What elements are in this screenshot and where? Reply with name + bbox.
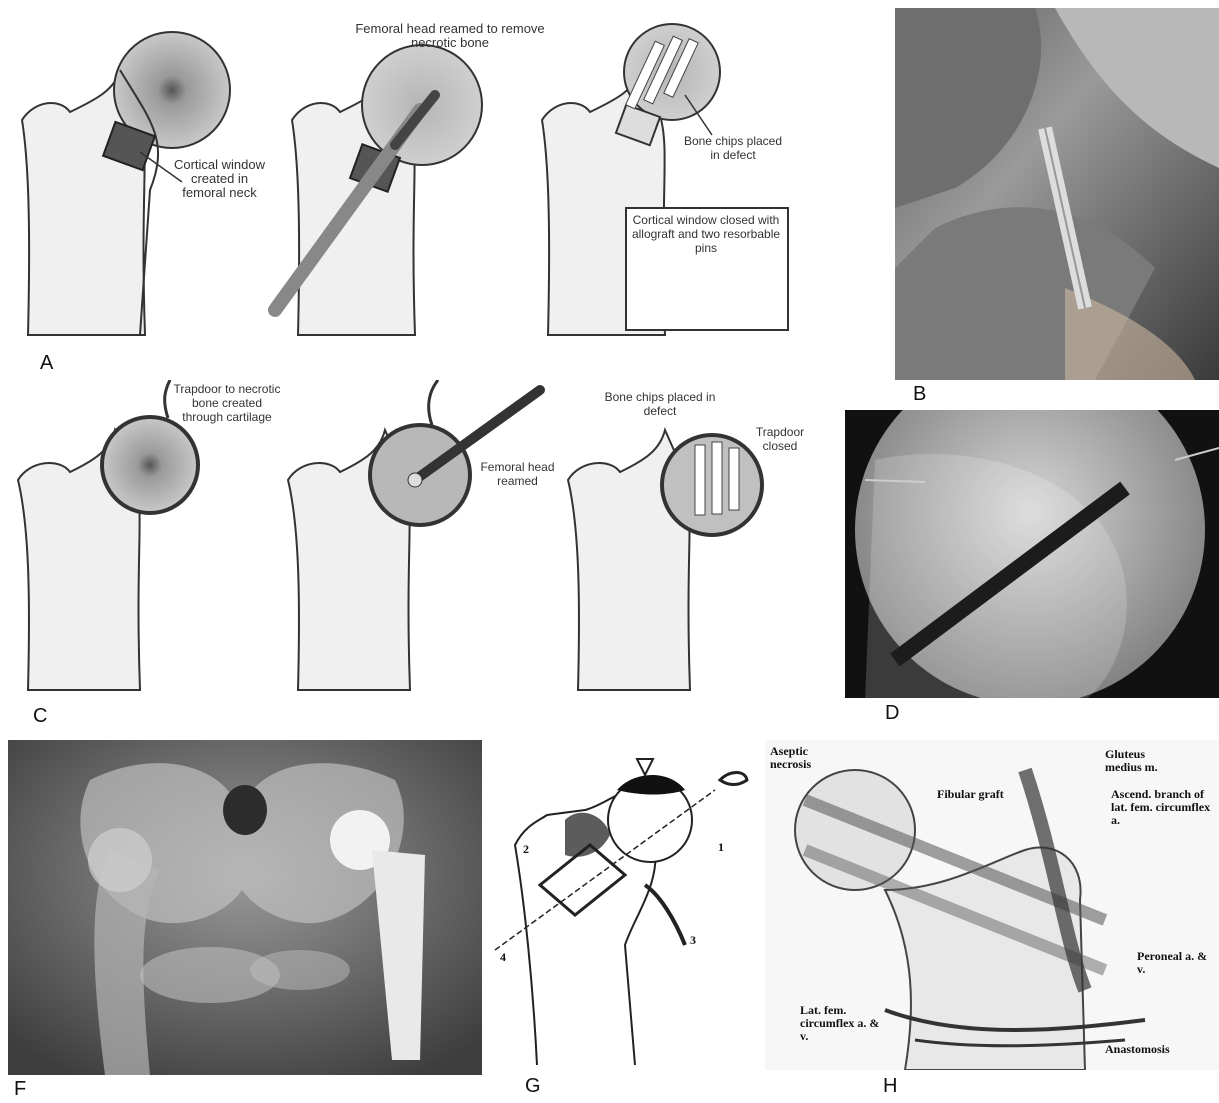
panel-h: Aseptic necrosis Fibular graft Gluteus m… <box>765 740 1219 1103</box>
h-fibular-label: Fibular graft <box>937 788 1027 801</box>
h-ascend-label: Ascend. branch of lat. fem. circumflex a… <box>1111 788 1219 827</box>
panel-c: Trapdoor to necrotic bone created throug… <box>0 380 840 730</box>
panel-c-chips-label: Bone chips placed in defect <box>600 390 720 418</box>
panel-a: Femoral head reamed to remove necrotic b… <box>0 0 880 380</box>
femur-5 <box>288 380 540 690</box>
panel-a-chips-label: Bone chips placed in defect <box>678 134 788 162</box>
g-number-3: 3 <box>690 933 696 948</box>
panel-f-letter: F <box>14 1078 26 1101</box>
panel-a-title: Femoral head reamed to remove necrotic b… <box>355 22 545 50</box>
femur-6 <box>568 430 762 690</box>
panel-c-reamed-label: Femoral head reamed <box>470 460 565 488</box>
panel-b: B <box>895 8 1219 408</box>
panel-g-letter: G <box>525 1075 541 1098</box>
h-anastomosis-label: Anastomosis <box>1105 1043 1205 1056</box>
femur-4 <box>18 380 198 690</box>
panel-c-trapdoor-label: Trapdoor to necrotic bone created throug… <box>172 382 282 424</box>
surgical-photo <box>895 8 1219 380</box>
panel-g: 1 2 3 4 G <box>485 745 775 1103</box>
panel-g-illustration <box>485 745 775 1065</box>
g-number-4: 4 <box>500 950 506 965</box>
pelvis-xray <box>0 740 485 1075</box>
panel-c-letter: C <box>33 705 47 728</box>
panel-a-closed-label: Cortical window closed with allograft an… <box>631 213 781 255</box>
panel-b-letter: B <box>913 383 926 406</box>
h-peroneal-label: Peroneal a. & v. <box>1137 950 1217 976</box>
panel-a-cortical-label: Cortical window created in femoral neck <box>172 158 267 200</box>
panel-f: F <box>0 740 485 1103</box>
g-number-1: 1 <box>718 840 724 855</box>
fluoroscopy-image <box>845 410 1219 698</box>
panel-a-closed-box: Cortical window closed with allograft an… <box>625 207 789 331</box>
panel-c-closed-label: Trapdoor closed <box>745 425 815 453</box>
panel-d-letter: D <box>885 702 899 725</box>
panel-c-illustration <box>0 380 840 695</box>
h-latfem-label: Lat. fem. circumflex a. & v. <box>800 1004 880 1043</box>
h-aseptic-label: Aseptic necrosis <box>770 745 830 771</box>
h-gluteus-label: Gluteus medius m. <box>1105 748 1175 774</box>
femur-2 <box>275 45 482 335</box>
panel-h-letter: H <box>883 1075 897 1098</box>
g-number-2: 2 <box>523 842 529 857</box>
panel-d: D <box>845 410 1219 728</box>
panel-a-letter: A <box>40 352 53 375</box>
